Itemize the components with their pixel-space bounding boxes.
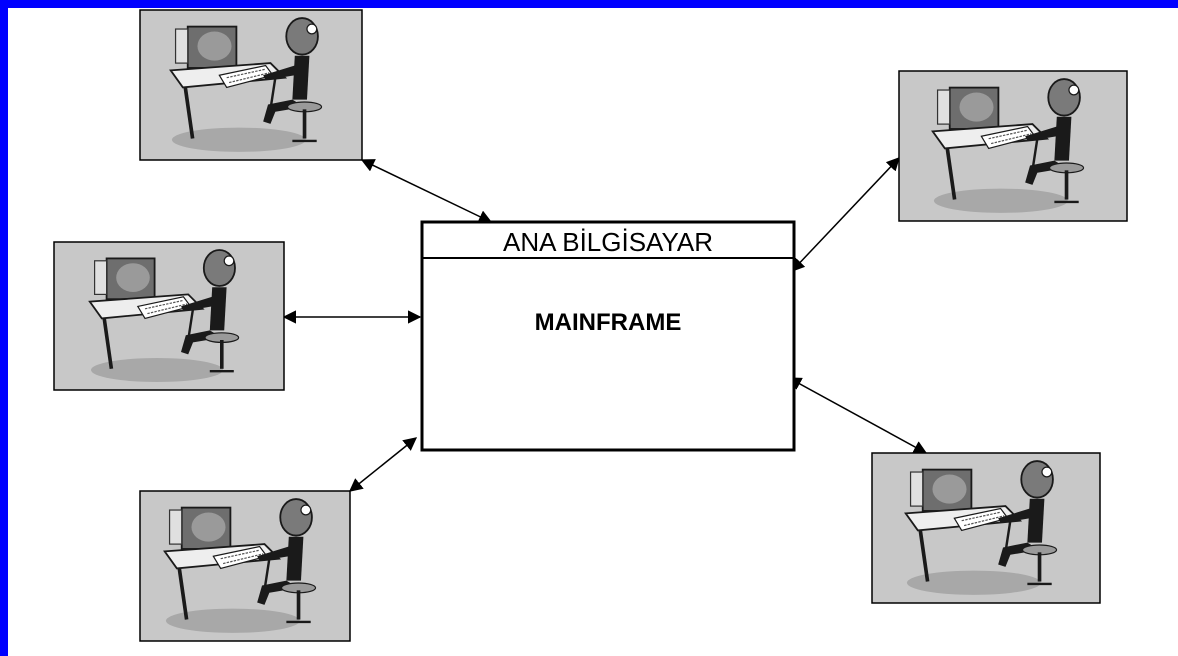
connection-bottom-left	[348, 437, 418, 492]
computer-user-icon	[85, 244, 253, 388]
mainframe-header: ANA BİLGİSAYAR	[503, 227, 713, 257]
computer-user-icon	[166, 12, 336, 158]
connections	[282, 157, 928, 492]
mainframe-box: ANA BİLGİSAYAR MAINFRAME	[420, 220, 796, 452]
mainframe-network-diagram: ANA BİLGİSAYAR MAINFRAME	[53, 9, 1128, 642]
computer-user-icon	[160, 493, 330, 639]
computer-user-icon	[901, 455, 1071, 601]
connection-top-right	[791, 157, 900, 272]
mainframe-label: MAINFRAME	[535, 309, 682, 336]
terminal-middle-left	[53, 241, 285, 391]
terminal-top-right	[898, 70, 1128, 222]
connection-bottom-right	[787, 377, 928, 454]
terminals	[53, 9, 1128, 642]
terminal-bottom-right	[871, 452, 1101, 604]
terminal-bottom-left	[139, 490, 351, 642]
diagram-canvas: ANA BİLGİSAYAR MAINFRAME	[8, 8, 1178, 656]
connection-top-left	[360, 159, 493, 223]
computer-user-icon	[928, 73, 1098, 219]
terminal-top-left	[139, 9, 363, 161]
